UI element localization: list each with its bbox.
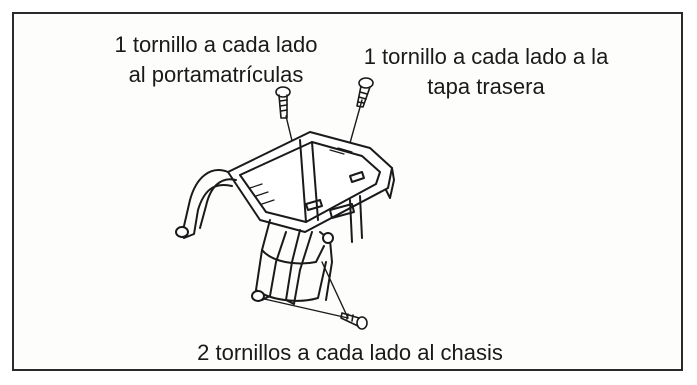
label-cover-screw-line2: tapa trasera: [427, 74, 545, 99]
bolt-plate: [275, 86, 291, 119]
leader-chassis-1: [321, 261, 349, 319]
label-plate-screw-line1: 1 tornillo a cada lado: [114, 32, 318, 57]
label-chassis-screws-line1: 2 tornillos a cada lado al chasis: [197, 340, 503, 365]
leader-chassis-2: [259, 297, 349, 319]
label-plate-screw-line2: al portamatrículas: [128, 62, 304, 87]
label-cover-screw: 1 tornillo a cada lado a la tapa trasera: [346, 42, 626, 102]
label-cover-screw-line1: 1 tornillo a cada lado a la: [363, 44, 609, 69]
label-chassis-screws: 2 tornillos a cada lado al chasis: [150, 338, 550, 368]
rack-frame: [175, 131, 395, 305]
bolt-chassis: [340, 312, 368, 330]
bolt-cover: [356, 77, 374, 108]
label-plate-screw: 1 tornillo a cada lado al portamatrícula…: [96, 30, 336, 90]
